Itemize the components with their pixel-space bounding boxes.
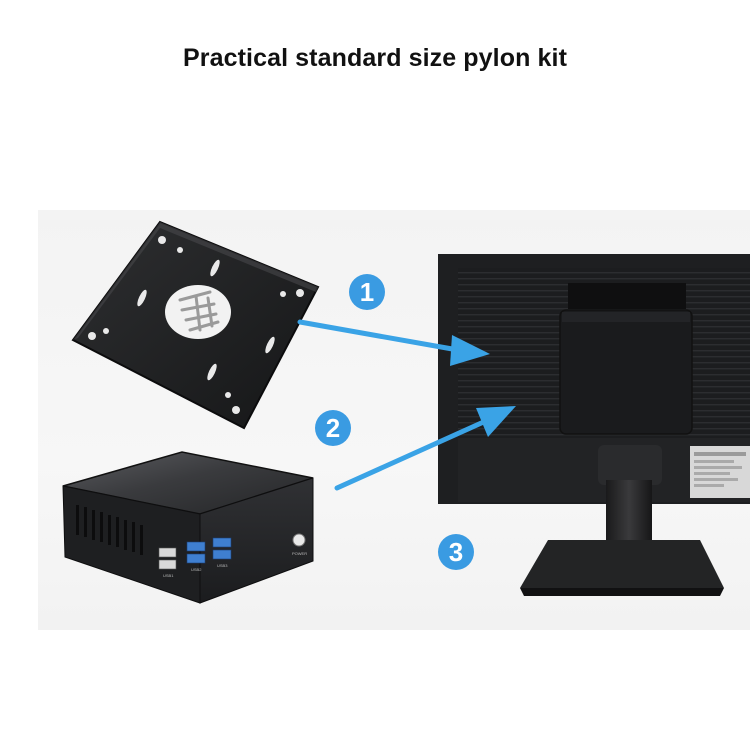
vesa-mount-plate — [71, 220, 320, 430]
arrow-step-1 — [297, 319, 490, 366]
monitor — [438, 254, 750, 596]
usb-label-3: USB3 — [217, 563, 228, 568]
step-badge-2: 2 — [315, 410, 351, 446]
mounted-mini-pc — [559, 309, 693, 435]
step-badge-3: 3 — [438, 534, 474, 570]
page-title: Practical standard size pylon kit — [183, 44, 567, 72]
step-badge-1: 1 — [349, 274, 385, 310]
mini-pc: USB1 USB2 USB3 POWER — [62, 451, 314, 604]
usb-ports — [158, 537, 232, 570]
usb-label-2: USB2 — [191, 567, 202, 572]
arrow-step-2 — [334, 406, 516, 491]
power-label: POWER — [292, 551, 307, 556]
usb-label-1: USB1 — [163, 573, 174, 578]
power-button-icon — [292, 533, 306, 547]
